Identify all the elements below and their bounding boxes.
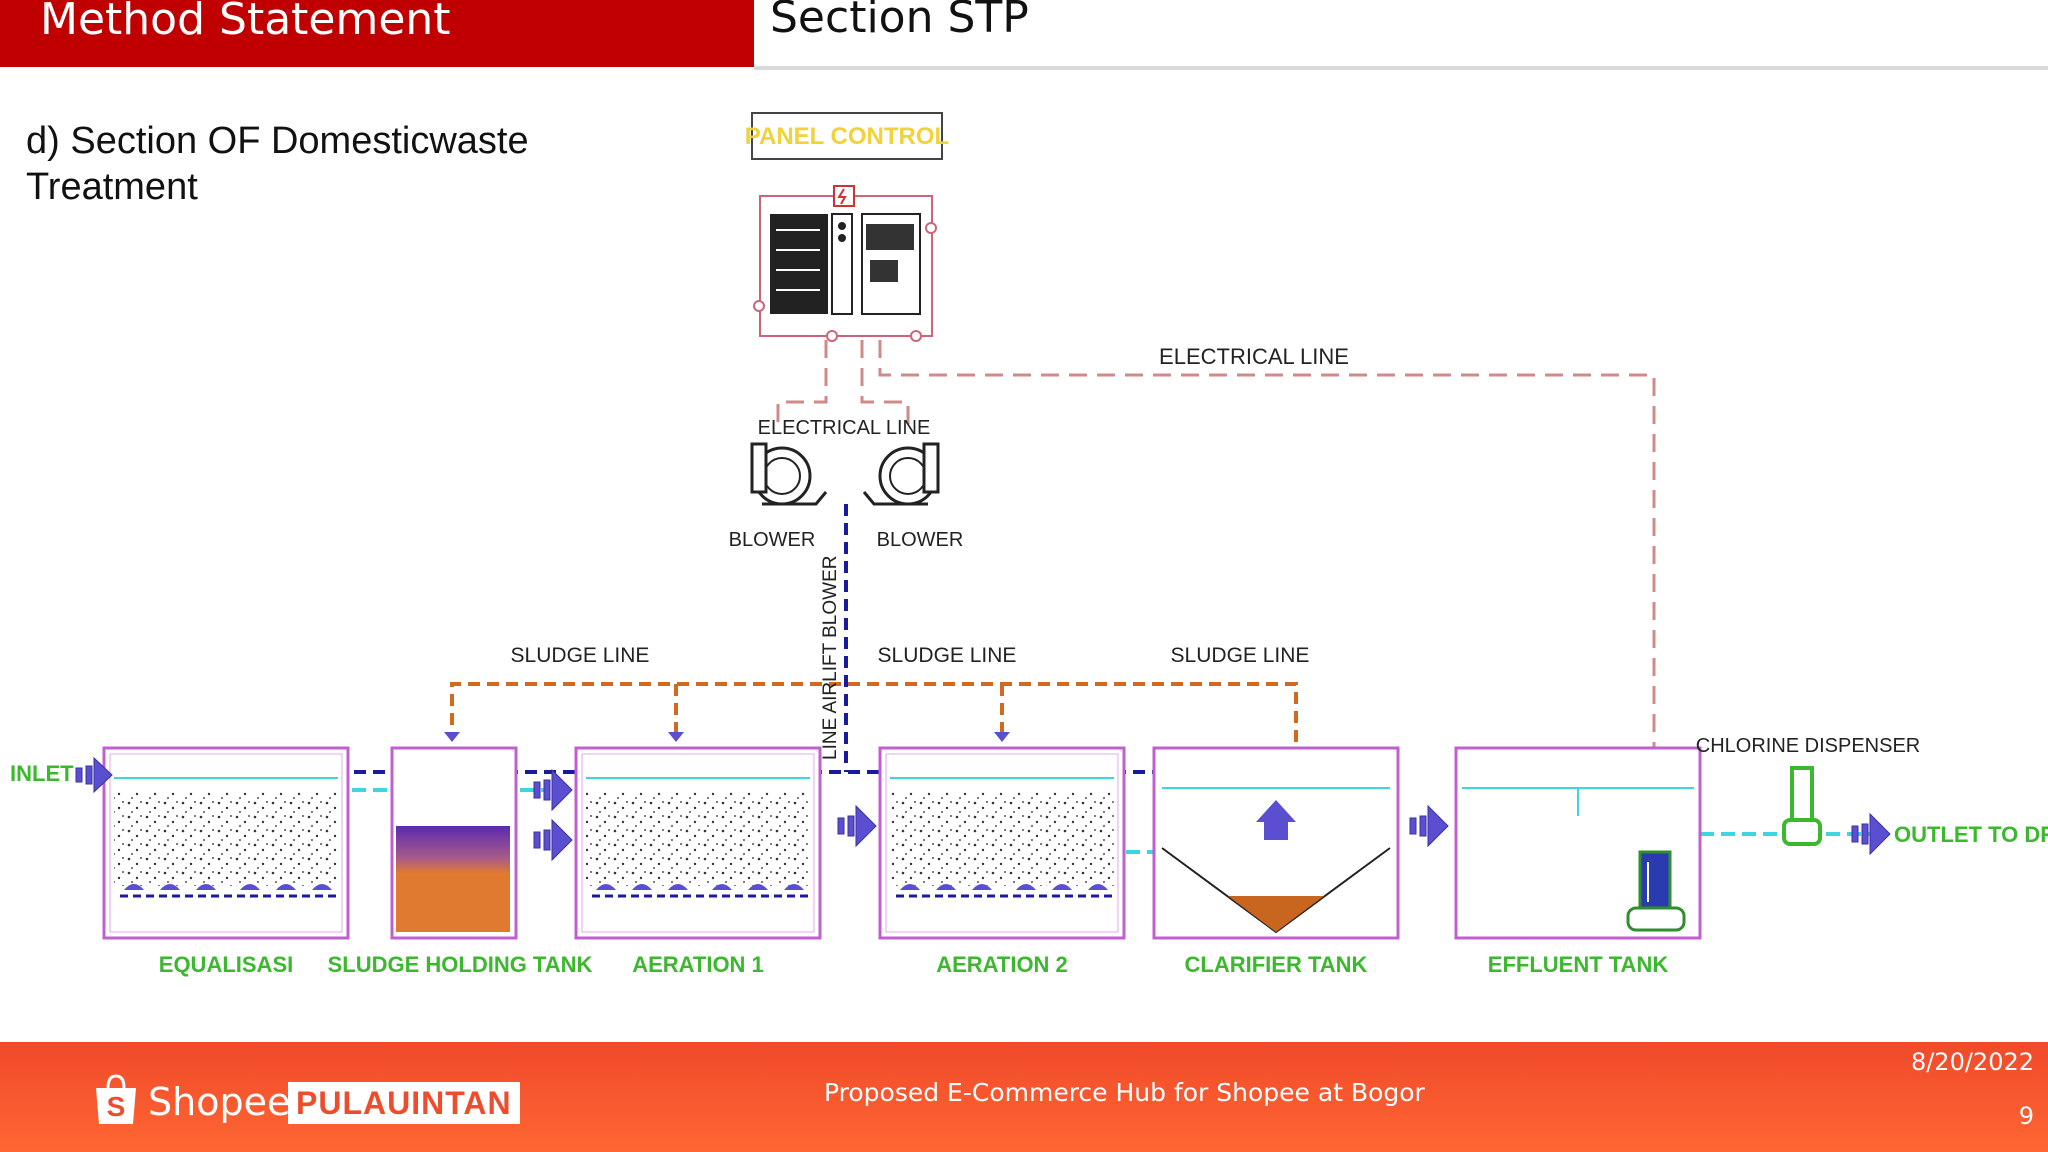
footer-bar: S Shopee PULAUINTAN Proposed E-Commerce … bbox=[0, 1042, 2048, 1152]
tank-label-aeration-1: AERATION 1 bbox=[632, 952, 764, 977]
flow-arrows bbox=[75, 756, 1891, 862]
sludge-line-label-2: SLUDGE LINE bbox=[878, 644, 1017, 667]
electrical-line-label-mid: ELECTRICAL LINE bbox=[758, 417, 931, 439]
sludge-line-label-1: SLUDGE LINE bbox=[511, 644, 650, 667]
header-section-bar: Method Statement bbox=[0, 0, 754, 67]
header-section-label: Method Statement bbox=[40, 0, 451, 45]
electrical-line-label-top: ELECTRICAL LINE bbox=[1159, 344, 1349, 369]
tank-label-aeration-2: AERATION 2 bbox=[936, 952, 1068, 977]
inlet-label: INLET bbox=[10, 761, 74, 786]
clarifier-airlift-arrow bbox=[1256, 800, 1296, 840]
panel-control-label-box: PANEL CONTROL bbox=[745, 112, 949, 160]
panel-control-label: PANEL CONTROL bbox=[745, 123, 949, 150]
svg-text:S: S bbox=[107, 1091, 126, 1122]
tank-aeration-1 bbox=[574, 746, 822, 940]
sludge-line-label-3: SLUDGE LINE bbox=[1171, 644, 1310, 667]
tank-sludge-holding bbox=[390, 746, 518, 940]
brand-tag: PULAUINTAN bbox=[288, 1082, 520, 1124]
airlift-blower-label: LINE AIRLIFT BLOWER bbox=[820, 556, 841, 760]
electrical-lines bbox=[776, 340, 1656, 898]
page-number: 9 bbox=[2018, 1102, 2034, 1130]
page-title: Section STP bbox=[770, 0, 1029, 43]
tank-clarifier bbox=[1152, 746, 1400, 940]
effluent-pump-icon bbox=[1626, 850, 1686, 932]
slide-subtitle: d) Section OF Domesticwaste Treatment bbox=[26, 120, 529, 208]
footer-project-name: Proposed E-Commerce Hub for Shopee at Bo… bbox=[824, 1078, 1425, 1107]
tank-label-equalisasi: EQUALISASI bbox=[159, 952, 293, 977]
shopee-bag-icon: S bbox=[96, 1074, 136, 1124]
blower-icon-left bbox=[750, 442, 828, 506]
control-panel-icon bbox=[753, 185, 937, 342]
chlorine-dispenser-icon bbox=[1782, 766, 1822, 846]
tank-equalisasi bbox=[102, 746, 350, 940]
stp-process-diagram: PANEL CONTROL ELECTRICAL LINE ELECTRICAL… bbox=[10, 112, 2048, 977]
blower-label-right: BLOWER bbox=[877, 529, 964, 551]
tank-label-effluent: EFFLUENT TANK bbox=[1488, 952, 1669, 977]
footer-date: 8/20/2022 bbox=[1910, 1048, 2034, 1076]
tank-label-sludge-holding: SLUDGE HOLDING TANK bbox=[328, 952, 593, 977]
air-diffusers bbox=[124, 884, 1108, 890]
blower-label-left: BLOWER bbox=[729, 529, 816, 551]
sludge-drop-arrows bbox=[444, 732, 1010, 742]
chlorine-dispenser-label: CHLORINE DISPENSER bbox=[1696, 735, 1921, 757]
header-divider bbox=[754, 66, 2048, 70]
shopee-wordmark: Shopee bbox=[148, 1080, 291, 1124]
tank-aeration-2 bbox=[878, 746, 1126, 940]
outlet-label: OUTLET TO DRAIN bbox=[1894, 822, 2048, 847]
blower-icon-right bbox=[862, 442, 940, 506]
tank-label-clarifier: CLARIFIER TANK bbox=[1185, 952, 1368, 977]
